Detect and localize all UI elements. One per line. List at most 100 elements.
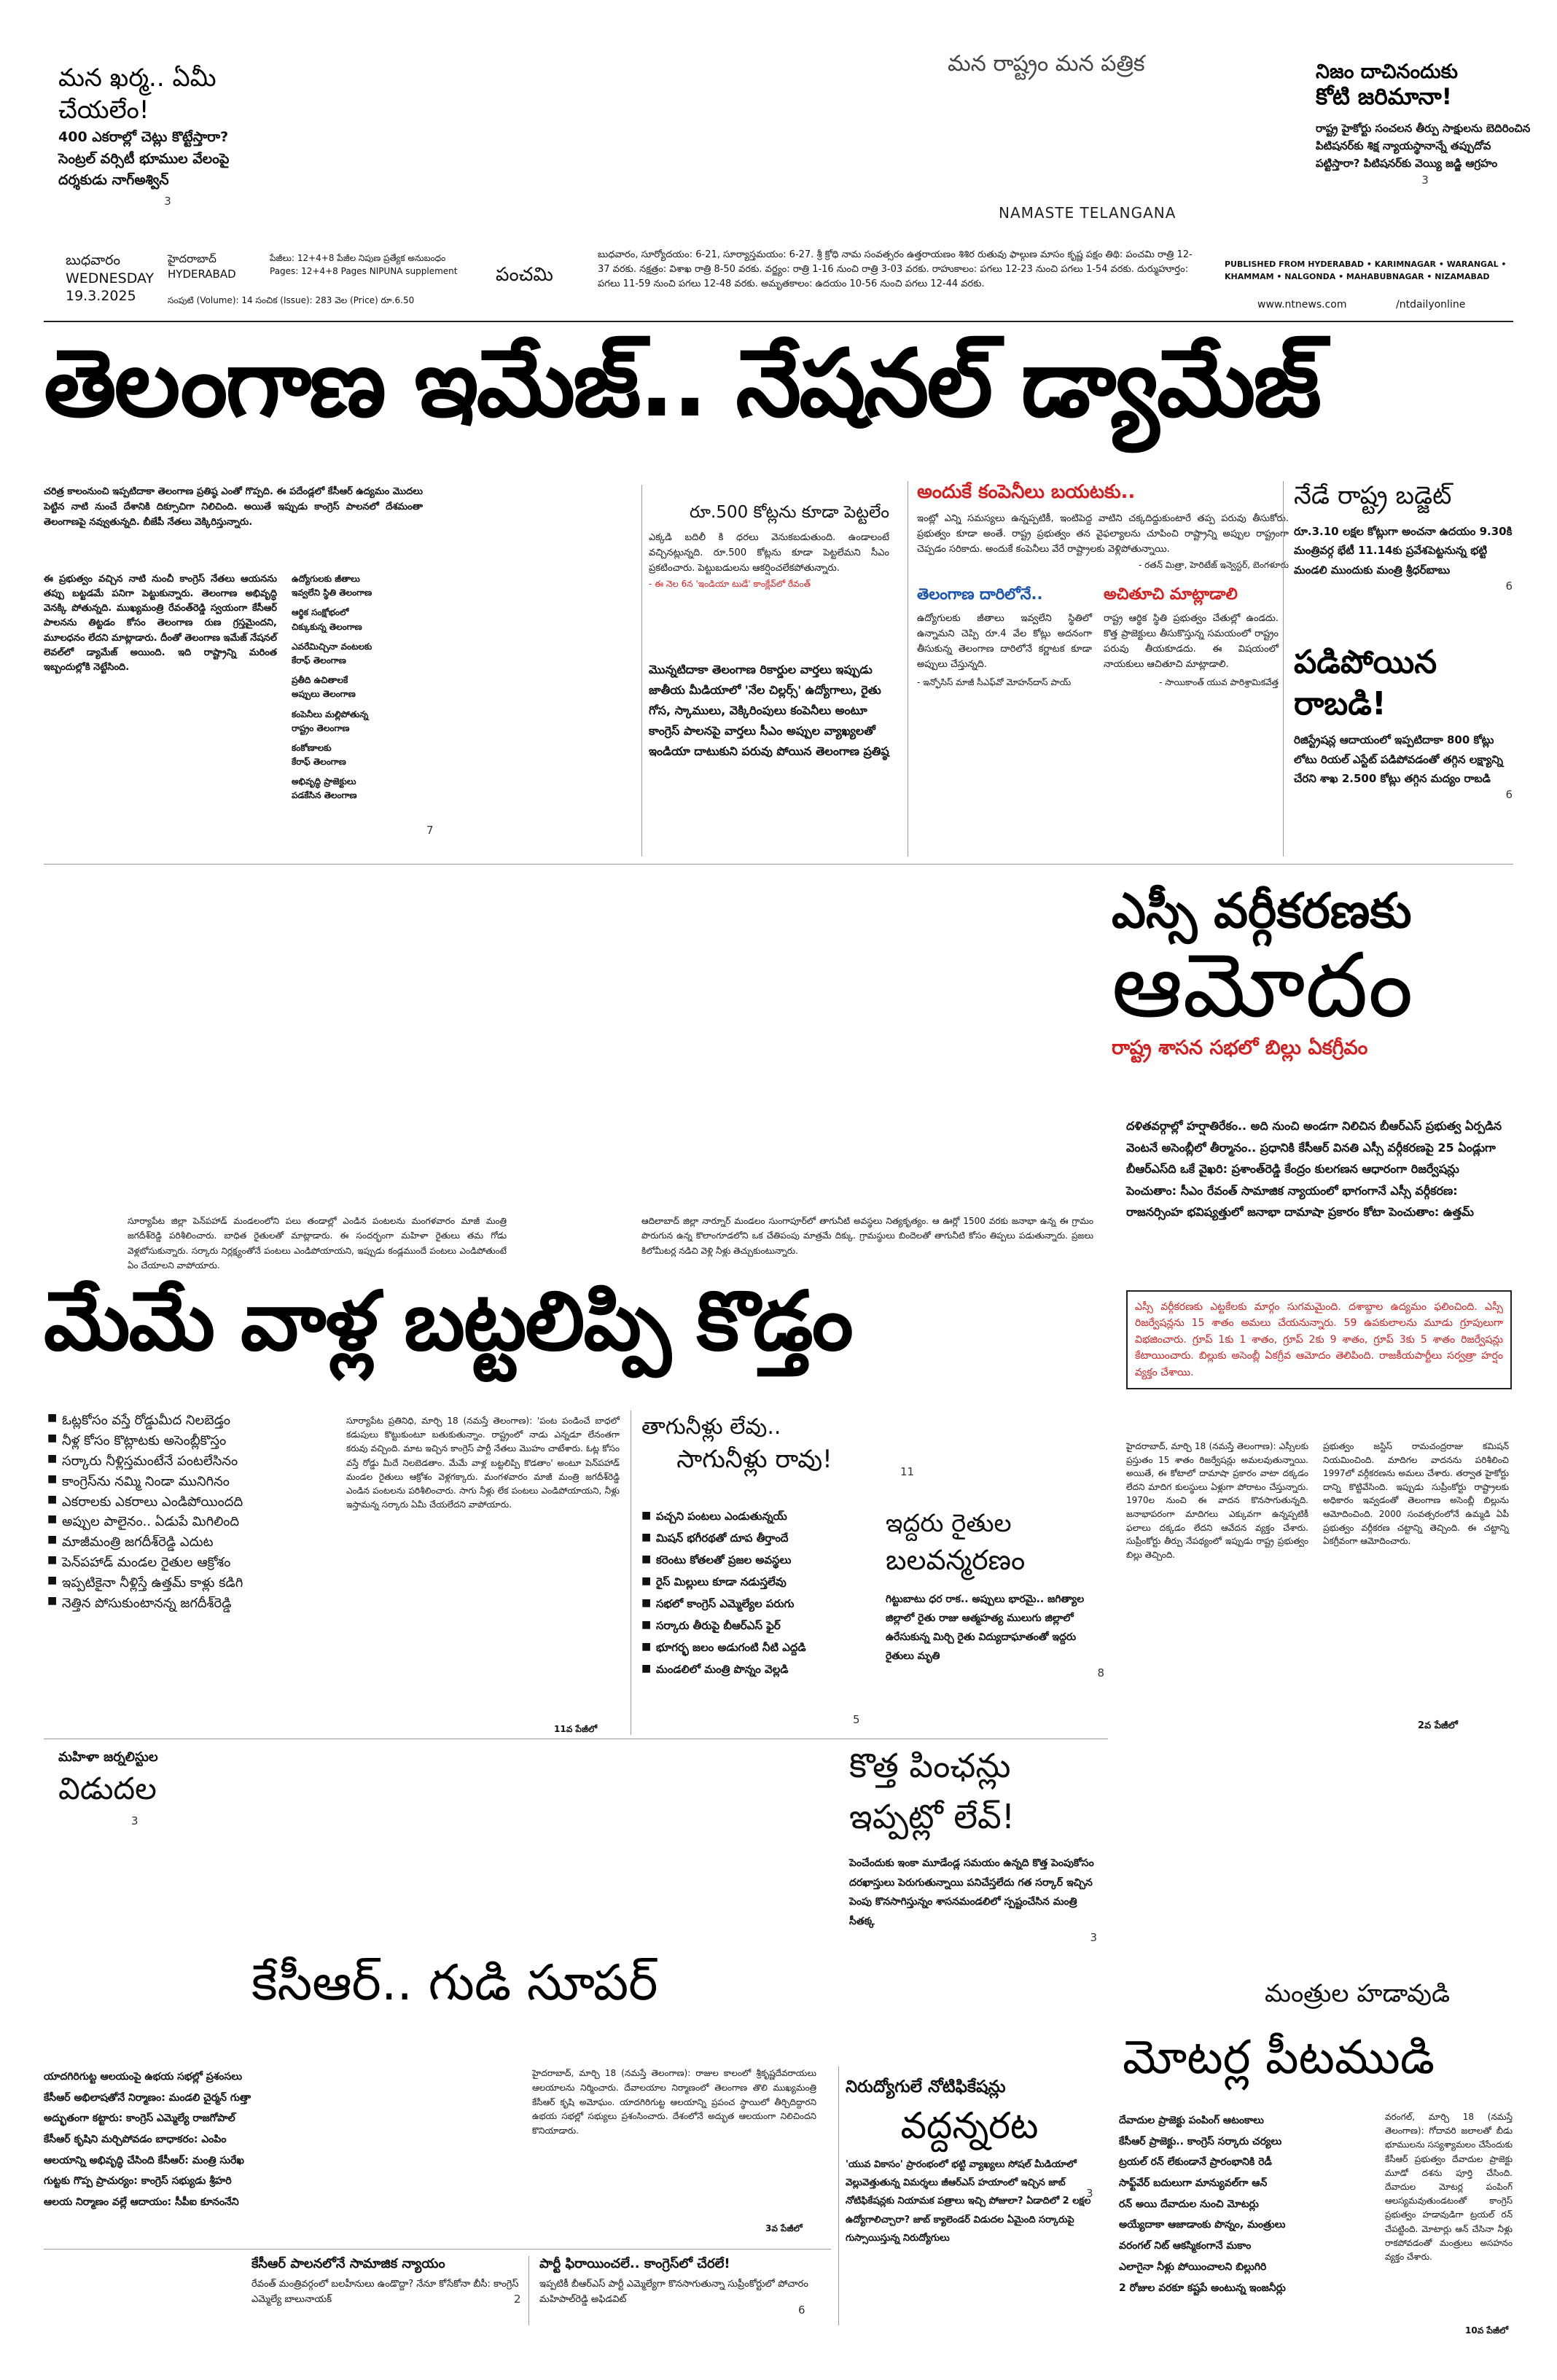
bullet: నీళ్ల కోసం కొట్లాటకు అసెంబ్లీకొస్తం: [47, 1431, 339, 1451]
bullet: కేరాఫ్ తెలంగాణ: [292, 757, 346, 768]
top-left-teaser[interactable]: మన ఖర్మ.. ఏమీ చేయలేం! 400 ఎకరాల్లో చెట్ల…: [58, 62, 277, 208]
rabadi-story[interactable]: పడిపోయిన రాబడి! రిజిస్ట్రేషన్ల ఆదాయంలో ఇ…: [1294, 641, 1513, 801]
pension-title: కొత్త పింఛన్లు: [849, 1746, 1011, 1785]
bullet: ఇవ్వలేని స్థితి తెలంగాణ: [292, 588, 372, 598]
lead-col1: ఈ ప్రభుత్వం వచ్చిన నాటి నుంచీ కాంగ్రెస్ …: [44, 574, 277, 673]
companies-box[interactable]: అందుకే కంపెనీలు బయటకు.. ఇంట్లో ఎన్ని సమస…: [908, 481, 1289, 857]
bullet: ఎకరాలకు ఎకరాలు ఎండిపోయిందది: [47, 1492, 339, 1513]
sub-body: ఇప్పటికీ బీఆర్ఎస్ పార్టీ ఎమ్మెల్యేగా కొన…: [539, 2279, 808, 2305]
sub-title: కేసీఆర్ పాలనలోనే సామాజిక న్యాయం: [251, 2256, 445, 2271]
bullet: కంపెనీలు మల్లిపోతున్న: [292, 709, 369, 719]
lead-intro: చరిత్ర కాలంనుంచి ఇప్పటిదాకా తెలంగాణ ప్రత…: [44, 486, 423, 528]
masthead-rule: [44, 321, 1513, 322]
teaser-title: కోటి జరిమానా!: [1316, 84, 1452, 111]
sc-box: ఎస్సీ వర్గీకరణకు ఎట్టకేలకు మార్గం సుగమమై…: [1126, 1290, 1512, 1389]
mid-intro-right: ఆదిలాబాద్ జిల్లా నార్నూర్ మండలం సుంగాపూర…: [641, 1216, 1093, 1256]
top-right-teaser[interactable]: నిజం దాచినందుకు కోటి జరిమానా! రాష్ట్ర హై…: [1316, 61, 1534, 187]
date-block: బుధవారం WEDNESDAY 19.3.2025: [66, 251, 154, 305]
almanac: బుధవారం, సూర్యోదయం: 6-21, సూర్యాస్తమయం: …: [598, 249, 1193, 290]
sub-body: రేవంత్ మంత్రివర్గంలో బలహీనులు ఉండొద్దా? …: [251, 2279, 519, 2305]
sub-credit: - సాయికాంత్ యువ పారిశ్రామికవేత్త: [1159, 676, 1279, 687]
main-headline[interactable]: తెలంగాణ ఇమేజ్.. నేషనల్ డ్యామేజ్: [44, 329, 1322, 438]
bullet: పెన్‌పహాడ్ మండల రైతుల ఆక్రోశం: [47, 1553, 339, 1573]
farmer-deaths-story[interactable]: ఇద్దరు రైతుల బలవన్మరణం గిట్టుబాటు ధర రాక…: [886, 1509, 1104, 1679]
bullet: కరెంటు కోతలతో ప్రజల అవస్థలు: [641, 1549, 875, 1571]
bullet: అప్పులు తెలంగాణ: [292, 689, 356, 700]
bullet: పచ్చని పంటలు ఎండుతున్నయ్: [641, 1505, 875, 1527]
sub-credit: - ఇన్ఫోసిస్ మాజీ సీఎఫ్‌వో మోహన్‌దాస్ పాయ…: [917, 676, 1072, 687]
women-line: విడుదల: [58, 1771, 157, 1806]
pension-story[interactable]: కొత్త పింఛన్లు ఇప్పట్లో లేవ్! పెంచేందుకు…: [849, 1746, 1097, 1944]
teaser-title: మన ఖర్మ.. ఏమీ చేయలేం!: [58, 63, 216, 125]
kcr-bottom-left[interactable]: కేసీఆర్ పాలనలోనే సామాజిక న్యాయం రేవంత్ మ…: [251, 2256, 521, 2308]
sub-title: అచితూచి మాట్లాడాలి: [1104, 585, 1238, 604]
published-label: PUBLISHED FROM: [1225, 260, 1306, 269]
bullet: రన్ అయి దేవాదుల నుంచి మోటర్లు: [1119, 2198, 1259, 2210]
sc-col-b: ప్రభుత్వం జస్టిస్ రామచంద్రరాజు కమిషన్ ని…: [1323, 1441, 1509, 1547]
bullet: ప్రతీది ఉచితాలకే: [292, 675, 348, 686]
farmers-body: సూర్యాపేట ప్రతినిధి, మార్చి 18 (నమస్తే త…: [346, 1416, 620, 1510]
sub-body: ఉద్యోగులకు జీతాలు ఇవ్వలేని స్థితిలో ఉన్న…: [917, 613, 1092, 670]
bullet: అభివృద్ధి ప్రాజెక్టులు: [292, 776, 356, 787]
bullet: కాంగ్రెస్‌ను నమ్మి నిండా మునిగినం: [47, 1472, 339, 1492]
motors-kicker: మంత్రుల హడావుడి: [1265, 1979, 1451, 2008]
pages-info: పేజీలు: 12+4+8 పేజీల నిపుణ ప్రత్యేక అనుబ…: [270, 253, 446, 263]
water-story[interactable]: తాగునీళ్లు లేవు.. సాగునీళ్లు రావు!: [641, 1414, 867, 1480]
sub-title: పార్టీ ఫిరాయించలే.. కాంగ్రెస్‌లో చేరలే!: [539, 2256, 730, 2271]
bullet: 2 రోజుల వరకూ కష్టపే అంటున్న ఇంజనీర్లు: [1119, 2282, 1286, 2294]
bullet: ఆర్థిక సంక్షోభంలో: [292, 607, 349, 618]
bullet: ఎలాగైనా నీళ్లు పోయించాలని బిల్లుగిరి: [1119, 2260, 1267, 2273]
page-ref: 2: [514, 2293, 521, 2306]
bullet: అద్భుతంగా కట్టారు: కాంగ్రెస్ ఎమ్మెల్యే ర…: [44, 2112, 235, 2125]
brand-name[interactable]: NAMASTE TELANGANA: [999, 204, 1176, 222]
page-ref: 11వ పేజీలో: [554, 1724, 598, 1734]
box-credit: - రతన్ మిత్రా, హెరిటేజ్ ఇన్వెస్టర్, బెంగ…: [1138, 560, 1289, 571]
lead-bold-points: మొన్నటిదాకా తెలంగాణ రికార్డుల వార్తలు ఇప…: [649, 663, 889, 758]
website-link[interactable]: www.ntnews.com: [1257, 299, 1347, 311]
kcr-headline[interactable]: కేసీఆర్.. గుడి సూపర్: [251, 1954, 658, 2012]
women-line: మహిళా జర్నలిస్టుల: [58, 1749, 158, 1765]
bullet: నెత్తిన పోసుకుంటానన్న జగదీశ్‌రెడ్డి: [47, 1593, 339, 1614]
bullet: కేరాఫ్ తెలంగాణ: [292, 655, 346, 666]
box-title: అందుకే కంపెనీలు బయటకు..: [917, 481, 1136, 503]
sc-story[interactable]: ఎస్సీ వర్గీకరణకు ఆమోదం రాష్ట్ర శాసన సభలో…: [1112, 886, 1513, 1064]
sc-col-a: హైదరాబాద్, మార్చి 18 (నమస్తే తెలంగాణ): ఎ…: [1126, 1441, 1308, 1560]
column-rule: [641, 485, 642, 857]
lead-bullets: ఉద్యోగులకు జీతాలు ఇవ్వలేని స్థితి తెలంగా…: [292, 572, 423, 803]
motors-bullets: దేవాదుల ప్రాజెక్టు పంపింగ్ ఆటంకాలు కేసీఆ…: [1119, 2110, 1378, 2298]
jobs-story[interactable]: నిరుద్యోగులే నోటిఫికేషన్లు వద్దన్నరట 'యు…: [846, 2077, 1093, 2247]
bullet: గుట్టకు గొప్ప ప్రాచుర్యం: కాంగ్రెస్ సభ్య…: [44, 2175, 232, 2188]
page-ref: 2వ పేజీలో: [1418, 1720, 1458, 1731]
box-body: ఇంట్లో ఎన్ని సమస్యలు ఉన్నప్పటికీ, ఇంటిపె…: [917, 513, 1289, 555]
kcr-bottom-right[interactable]: పార్టీ ఫిరాయించలే.. కాంగ్రెస్‌లో చేరలే! …: [539, 2256, 816, 2308]
bullet: మండలిలో మంత్రి పొన్నం వెల్లడి: [641, 1658, 875, 1680]
pension-title: ఇప్పట్లో లేవ్!: [849, 1797, 1015, 1836]
section-rule: [44, 864, 1513, 865]
page-ref: 6: [1505, 788, 1513, 802]
bullet: పడకేసిన తెలంగాణ: [292, 790, 357, 801]
bullet: ఓట్లకోసం వస్తే రోడ్డుమీద నిలబెడ్తం: [47, 1411, 339, 1431]
volume-info: సంపుటి (Volume): 14 సంచిక (Issue): 283 వ…: [168, 295, 415, 305]
motors-headline[interactable]: మోటర్ల పీటముడి: [1123, 2031, 1435, 2085]
panchami: పంచమి: [496, 264, 553, 286]
water-bullets: పచ్చని పంటలు ఎండుతున్నయ్ మిషన్ భగీరథతో ద…: [641, 1505, 875, 1680]
social-handle[interactable]: /ntdailyonline: [1396, 299, 1466, 311]
bullet: సర్కారు నీళ్లిస్తమంటేనే పంటలేసినం: [47, 1451, 339, 1472]
page-ref: 3వ పేజీలో: [765, 2223, 803, 2233]
page-ref: 3: [1421, 173, 1429, 187]
quote-credit: - ఈ నెల 6న 'ఇండియా టుడే' కాంక్లేవ్‌లో రే…: [649, 579, 811, 590]
jobs-title: నిరుద్యోగులే నోటిఫికేషన్లు: [846, 2077, 1006, 2096]
bullet: వరంగల్ నిట్ ఆకస్మికంగానే మకాం: [1119, 2240, 1252, 2252]
budget-story[interactable]: నేడే రాష్ట్ర బడ్జెట్ రూ.3.10 లక్షల కోట్ల…: [1294, 481, 1513, 593]
quote-body: ఎక్కడి బదిలీ కి ధరలు వెనుకబడుతుంది. ఉండా…: [649, 532, 889, 574]
page-ref: 6: [798, 2303, 805, 2317]
quote-block: రూ.500 కోట్లను కూడా పెట్టలేం ఎక్కడి బదిల…: [649, 503, 889, 591]
women-journalists[interactable]: మహిళా జర్నలిస్టుల విడుదల 3: [58, 1749, 277, 1827]
bullet: కేసీఆర్ ప్రాజెక్టు.. కాంగ్రెస్ సర్కారు చ…: [1119, 2135, 1282, 2147]
page-ref: 3: [131, 1814, 138, 1827]
motors-body: వరంగల్, మార్చి 18 (నమస్తే తెలంగాణ): గోదా…: [1385, 2112, 1513, 2262]
bullet: ట్రయల్ రన్ లేకుండానే ప్రారంభానికి రెడీ: [1119, 2156, 1272, 2169]
teaser-line: సెంట్రల్ వర్సిటీ భూముల వేలంపై దర్శకుడు న…: [58, 151, 230, 188]
farmers-headline[interactable]: మేమే వాళ్ల బట్టలిప్పి కొడ్తం: [44, 1274, 854, 1369]
jobs-body: 'యువ వికాసం' ప్రారంభంలో భట్టి వ్యాఖ్యలు …: [846, 2158, 1091, 2244]
